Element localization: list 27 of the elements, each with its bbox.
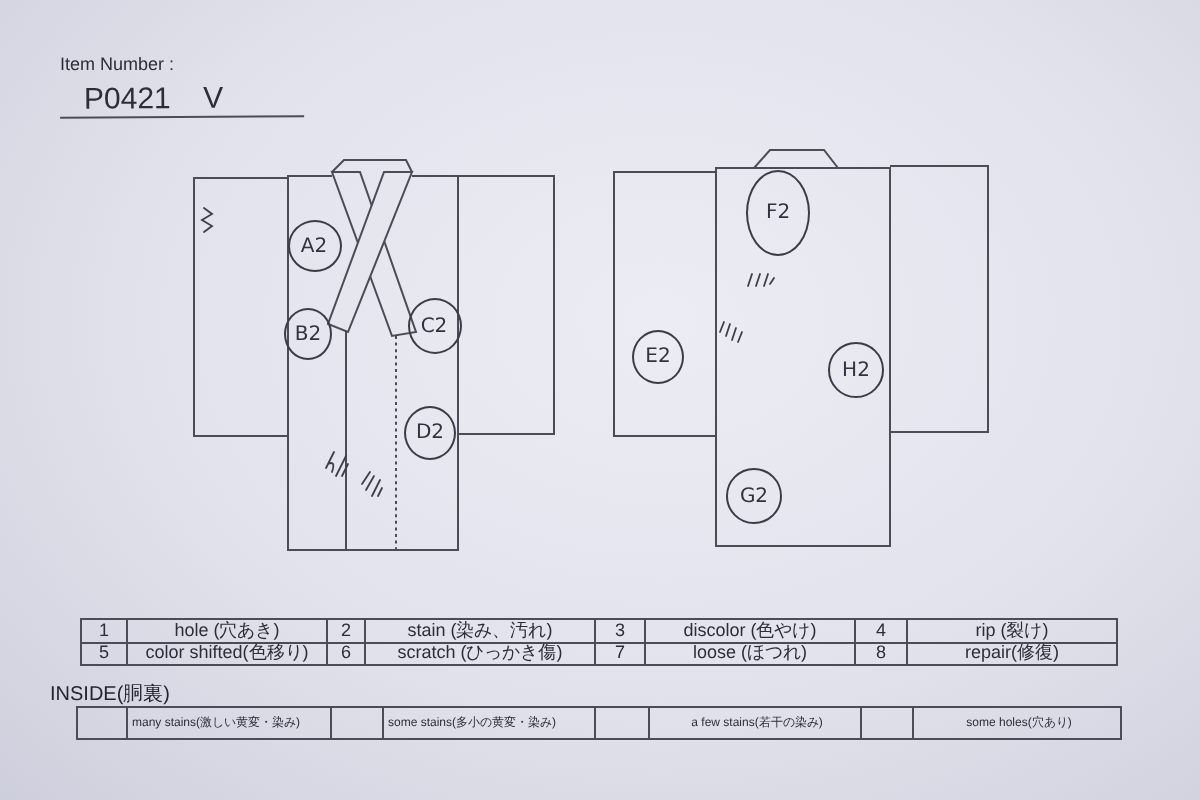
circled-mark: H2 (828, 342, 884, 398)
defect-name: rip (裂け) (907, 619, 1117, 642)
circled-mark: D2 (404, 405, 456, 459)
section-heading: INSIDE(胴裏) (50, 681, 170, 708)
defect-name: scratch (ひっかき傷) (365, 642, 595, 665)
defect-name: stain (染み、汚れ) (365, 619, 595, 642)
circled-mark: G2 (726, 468, 782, 524)
defect-name: discolor (色やけ) (645, 619, 855, 642)
defect-number: 4 (855, 619, 907, 642)
fill-in-line: P0421 V (59, 81, 305, 119)
defect-number: 3 (595, 619, 645, 642)
defect-name: repair(修復) (907, 642, 1117, 665)
defect-number: 6 (327, 642, 365, 665)
defect-number: 2 (327, 619, 365, 642)
defect-name: hole (穴あき) (127, 619, 327, 642)
circled-mark: B2 (284, 308, 332, 360)
circled-mark: E2 (632, 329, 684, 383)
defect-number: 8 (855, 642, 907, 665)
defect-number: 1 (81, 619, 127, 642)
defect-number: 5 (81, 642, 127, 665)
defect-name: loose (ほつれ) (645, 642, 855, 665)
circled-mark: F2 (746, 169, 810, 255)
defect-number: 7 (595, 642, 645, 665)
circled-mark: C2 (407, 298, 461, 354)
field-label: Item Number : (60, 54, 175, 74)
defect-name: color shifted(色移り) (127, 642, 327, 665)
circled-mark: A2 (287, 220, 341, 272)
